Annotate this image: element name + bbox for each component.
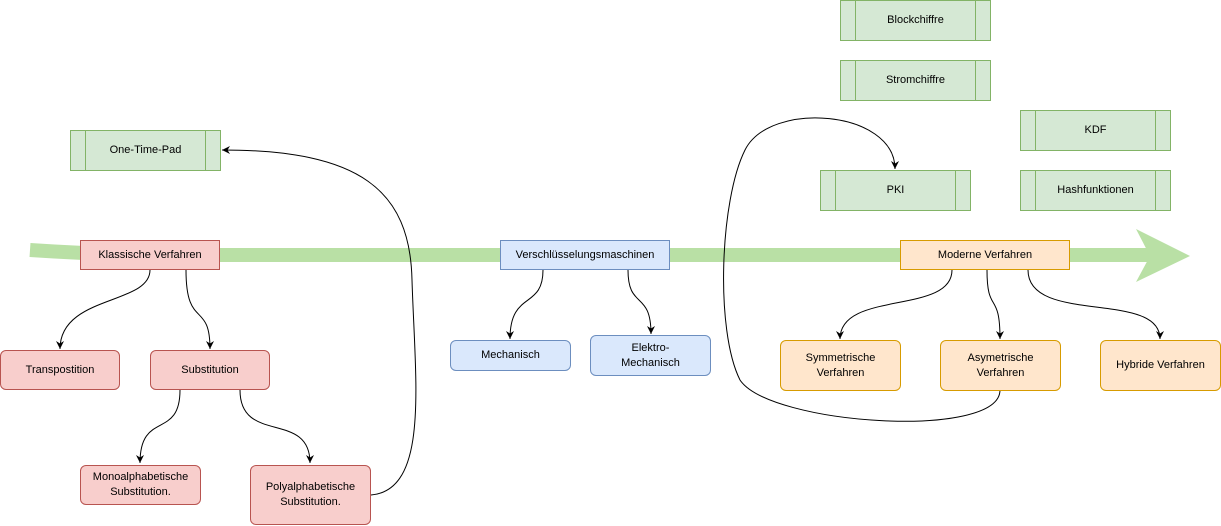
mono-substitution-label: Monoalphabetische Substitution. (92, 471, 189, 498)
block-cipher-label: Blockchiffre (887, 14, 944, 26)
edge-substitution-to-mono (136, 389, 181, 464)
hash-functions-label: Hashfunktionen (1057, 184, 1134, 196)
substitution-label: Substitution (181, 363, 239, 376)
timeline-arrow-head (1136, 229, 1190, 282)
edge-modern-to-hybrid (1027, 269, 1164, 340)
symmetric-label: Symmetrische Verfahren (805, 351, 876, 379)
substitution-node[interactable]: Substitution (150, 350, 270, 390)
era-machines-label: Verschlüsselungsmaschinen (515, 248, 655, 261)
edge-asymmetric-to-pki (723, 117, 1001, 422)
mechanical-node[interactable]: Mechanisch (450, 340, 571, 371)
mechanical-label: Mechanisch (481, 349, 540, 361)
kdf-node[interactable]: KDF (1020, 110, 1171, 151)
electro-mechanical-node[interactable]: Elektro- Mechanisch (590, 335, 711, 376)
edge-machines-to-mechanical (506, 269, 544, 340)
stream-cipher-node[interactable]: Stromchiffre (840, 60, 991, 101)
pki-node[interactable]: PKI (820, 170, 971, 211)
edge-modern-to-symmetric (836, 269, 953, 340)
edge-modern-to-asymmetric (986, 269, 1004, 340)
era-classic-node[interactable]: Klassische Verfahren (80, 240, 220, 270)
pki-label: PKI (886, 184, 905, 196)
poly-substitution-node[interactable]: Polyalphabetische Substitution. (250, 465, 371, 525)
era-modern-node[interactable]: Moderne Verfahren (900, 240, 1070, 270)
one-time-pad-node[interactable]: One-Time-Pad (70, 130, 221, 171)
transposition-label: Transpostition (25, 363, 95, 376)
symmetric-node[interactable]: Symmetrische Verfahren (780, 340, 901, 391)
edge-classic-to-substitution (185, 269, 214, 350)
mono-substitution-node[interactable]: Monoalphabetische Substitution. (80, 465, 201, 505)
poly-substitution-label: Polyalphabetische Substitution. (265, 481, 356, 508)
hash-functions-node[interactable]: Hashfunktionen (1020, 170, 1171, 211)
asymmetric-node[interactable]: Asymetrische Verfahren (940, 340, 1061, 391)
era-machines-node[interactable]: Verschlüsselungsmaschinen (500, 240, 670, 270)
hybrid-label: Hybride Verfahren (1116, 359, 1205, 371)
stream-cipher-label: Stromchiffre (885, 74, 946, 86)
one-time-pad-label: One-Time-Pad (109, 144, 182, 156)
edge-machines-to-electro (627, 269, 655, 335)
electro-mechanical-label: Elektro- Mechanisch (621, 341, 680, 369)
era-modern-label: Moderne Verfahren (937, 248, 1033, 261)
hybrid-node[interactable]: Hybride Verfahren (1100, 340, 1221, 391)
transposition-node[interactable]: Transpostition (0, 350, 120, 390)
block-cipher-node[interactable]: Blockchiffre (840, 0, 991, 41)
edge-poly-to-one-time-pad (221, 146, 417, 496)
edge-substitution-to-poly (239, 389, 314, 464)
asymmetric-label: Asymetrische Verfahren (967, 351, 1034, 379)
era-classic-label: Klassische Verfahren (98, 248, 202, 261)
edge-classic-to-transposition (56, 269, 151, 350)
kdf-label: KDF (1084, 124, 1107, 136)
